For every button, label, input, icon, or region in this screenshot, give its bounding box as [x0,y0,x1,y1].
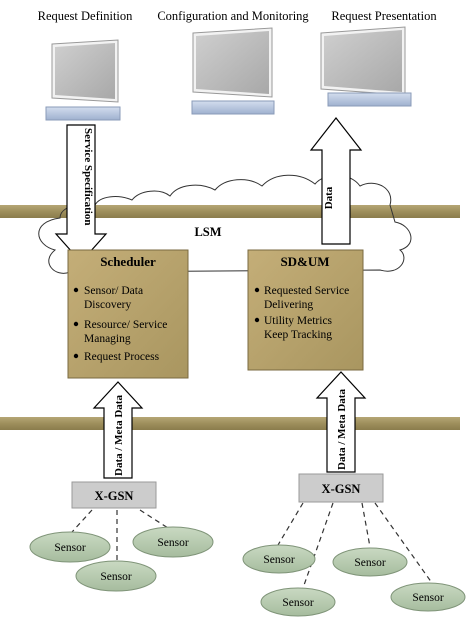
sdum-title: SD&UM [280,254,329,269]
sdum-item: Keep Tracking [264,329,332,341]
sdum-item: Requested Service [264,285,349,297]
sensor-node: Sensor [75,560,157,592]
scheduler-item: Discovery [84,299,132,311]
keyboard-icon [45,106,121,121]
xgsn-left-label: X-GSN [95,489,134,503]
sensor-node: Sensor [260,587,336,617]
data-arrow: Data [309,117,363,245]
bullet-icon [73,321,79,327]
service-specification-arrow: Service Specification [54,124,108,263]
sdum-box: SD&UM Requested Service Delivering Utili… [247,249,364,371]
sensor-links-left [71,509,169,562]
sensor-links-right [277,502,433,589]
terminal-left [45,39,121,121]
data-meta-arrow-right: Data / Meta Data [315,371,367,473]
sensor-node: Sensor [29,531,111,563]
sensor-label: Sensor [100,571,131,583]
scheduler-title: Scheduler [100,254,156,269]
configuration-monitoring-label: Configuration and Monitoring [157,9,309,23]
data-label: Data [323,186,335,209]
sdum-item: Delivering [264,299,313,311]
terminal-right [320,26,412,107]
request-definition-label: Request Definition [38,9,134,23]
sensor-label: Sensor [282,597,313,609]
monitor-screen-icon [324,30,402,92]
sensor-label: Sensor [354,557,385,569]
scheduler-box: Scheduler Sensor/ Data Discovery Resourc… [67,249,189,379]
sensor-label: Sensor [157,537,188,549]
terminal-middle [191,27,275,115]
monitor-screen-icon [196,31,269,94]
lsm-label: LSM [194,225,221,239]
bullet-icon [73,287,79,293]
service-specification-label: Service Specification [82,128,94,225]
bottom-bus-bar [0,417,460,430]
bullet-icon [254,287,260,293]
sensor-node: Sensor [242,544,316,574]
sdum-item: Utility Metrics [264,315,333,327]
data-meta-arrow-left: Data / Meta Data [92,381,144,479]
monitor-screen-icon [55,43,115,99]
sensor-node: Sensor [332,547,408,577]
sensor-label: Sensor [412,592,443,604]
scheduler-item: Request Process [84,351,160,363]
scheduler-item: Resource/ Service [84,319,167,331]
data-meta-label-right: Data / Meta Data [336,389,348,470]
keyboard-icon [191,100,275,115]
bullet-icon [254,317,260,323]
scheduler-item: Managing [84,333,131,345]
sensor-node: Sensor [132,526,214,558]
xgsn-right-label: X-GSN [322,482,361,496]
keyboard-icon [327,92,412,107]
scheduler-item: Sensor/ Data [84,285,143,297]
bullet-icon [73,353,79,359]
sensor-label: Sensor [263,554,294,566]
data-meta-label-left: Data / Meta Data [113,395,125,476]
xgsn-left: X-GSN [71,481,157,509]
sensor-node: Sensor [390,582,466,612]
request-presentation-label: Request Presentation [331,9,437,23]
xgsn-right: X-GSN [298,473,384,503]
sensor-label: Sensor [54,542,85,554]
